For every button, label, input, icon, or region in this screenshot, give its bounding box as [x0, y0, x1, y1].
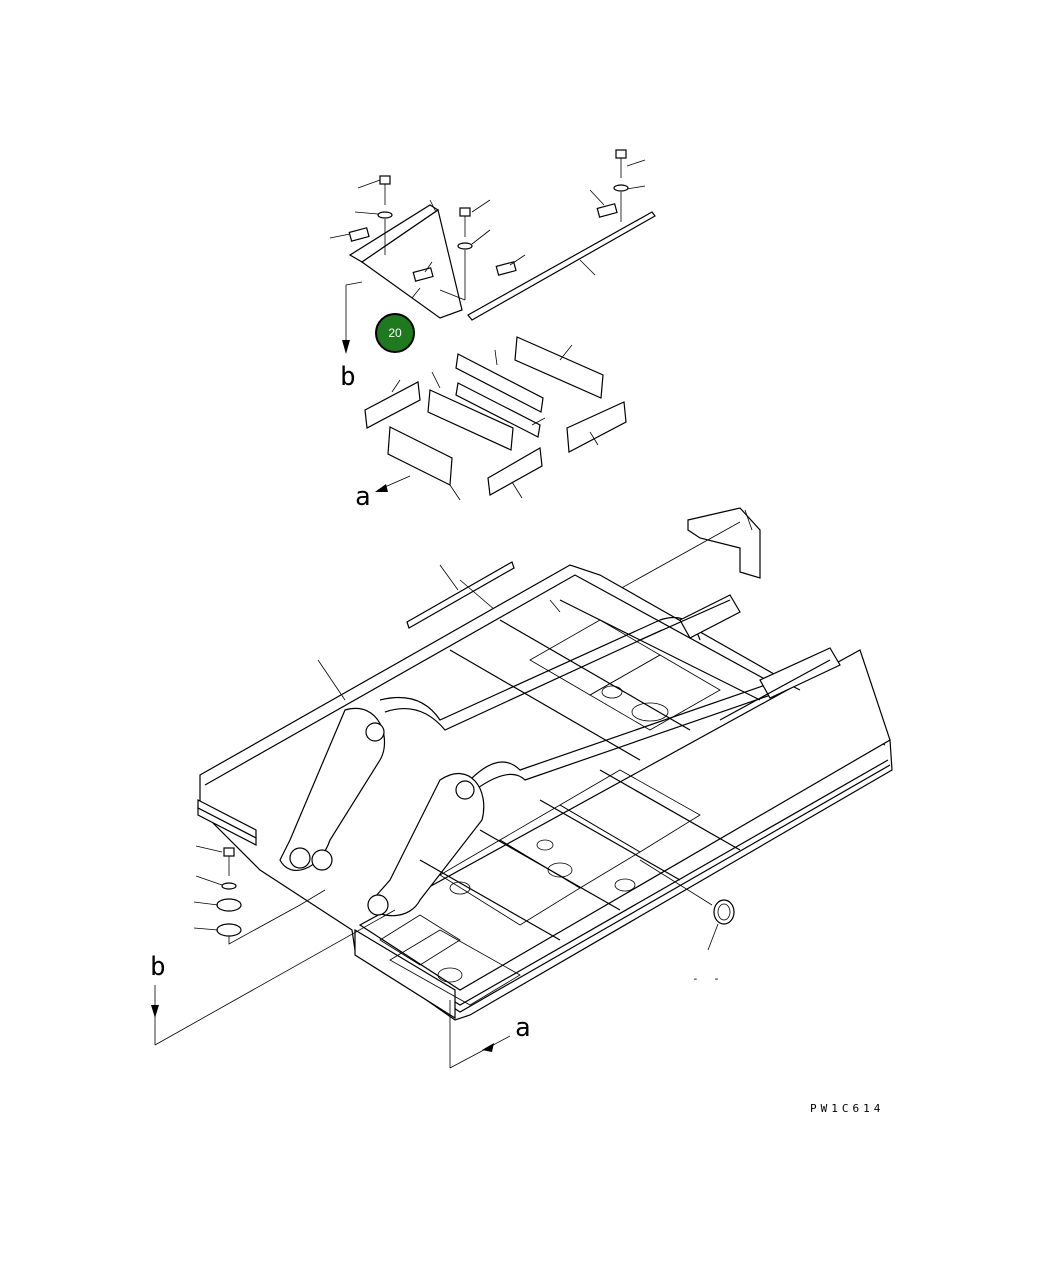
bolt-icon — [457, 207, 473, 250]
pad-blocks — [364, 336, 627, 501]
bolt-icon — [377, 175, 393, 219]
callout-badge-20[interactable]: 20 — [375, 313, 415, 353]
view-arrow-a-top: a — [355, 475, 411, 512]
view-arrow-b-top: b — [340, 281, 363, 392]
view-label-a-top: a — [355, 482, 371, 512]
view-label-b-bottom: b — [150, 952, 166, 982]
view-label-a-bottom: a — [515, 1013, 531, 1043]
drawing-code: PW1C614 — [810, 1102, 884, 1115]
revolving-frame — [197, 507, 893, 1021]
lower-bolt-stack — [193, 845, 326, 945]
view-label-b-top: b — [340, 362, 356, 392]
bolt-icon — [613, 149, 629, 192]
view-arrow-a-bottom: a — [449, 1000, 531, 1069]
upper-cover-assembly — [329, 149, 656, 321]
grommet-icon: - - — [639, 859, 735, 985]
callout-number: 20 — [388, 326, 402, 340]
view-arrow-b-bottom: b — [150, 909, 396, 1046]
dash-label: - - — [692, 972, 724, 985]
